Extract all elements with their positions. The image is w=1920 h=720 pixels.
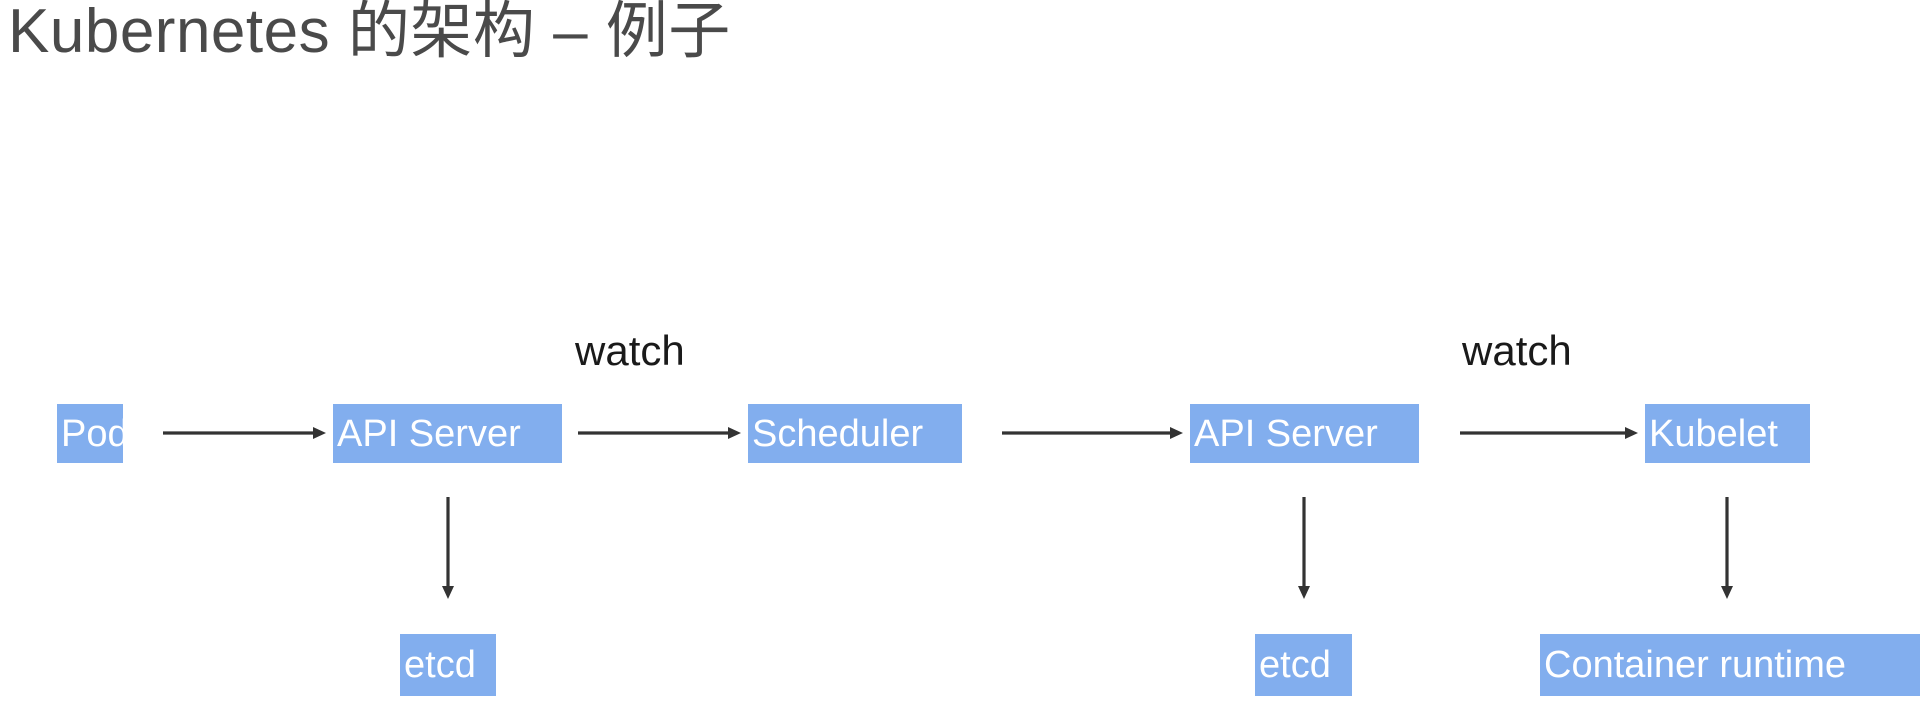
diagram-node-scheduler: Scheduler [748, 404, 962, 463]
diagram-node-label: API Server [1194, 412, 1378, 455]
diagram-node-label: API Server [337, 412, 521, 455]
diagram-edge-label-watch-label-2: watch [1462, 327, 1572, 374]
diagram-node-api-server-2: API Server [1190, 404, 1419, 463]
diagram-node-api-server-1: API Server [333, 404, 562, 463]
diagram-node-label: etcd [404, 644, 476, 686]
diagram-node-label: Kubelet [1649, 412, 1778, 455]
diagram-arrow-scheduler-to-api-server-2 [988, 419, 1197, 447]
diagram-node-label: Container runtime [1544, 644, 1847, 686]
diagram-arrow-api-server-2-to-kubelet [1446, 419, 1652, 447]
diagram-node-container-runtime: Container runtime [1540, 634, 1920, 696]
diagram-edge-label-watch-label-1: watch [575, 327, 685, 374]
diagram-node-label: Pod [61, 412, 129, 455]
diagram-node-etcd-1: etcd [400, 634, 496, 696]
diagram-arrow-api-server-1-to-scheduler [564, 419, 755, 447]
diagram-arrow-kubelet-to-container-runtime [1713, 483, 1741, 613]
diagram-node-etcd-2: etcd [1255, 634, 1352, 696]
diagram-node-label: etcd [1259, 644, 1331, 686]
diagram-node-label: Scheduler [752, 412, 924, 455]
diagram-arrow-api-server-1-to-etcd-1 [434, 483, 462, 613]
page-title: Kubernetes 的架构 – 例子 [8, 0, 731, 66]
diagram-arrow-api-server-2-to-etcd-2 [1290, 483, 1318, 613]
diagram-node-pod: Pod [57, 404, 129, 463]
diagram-node-kubelet: Kubelet [1645, 404, 1810, 463]
diagram-arrow-pod-to-api-server-1 [149, 419, 340, 447]
